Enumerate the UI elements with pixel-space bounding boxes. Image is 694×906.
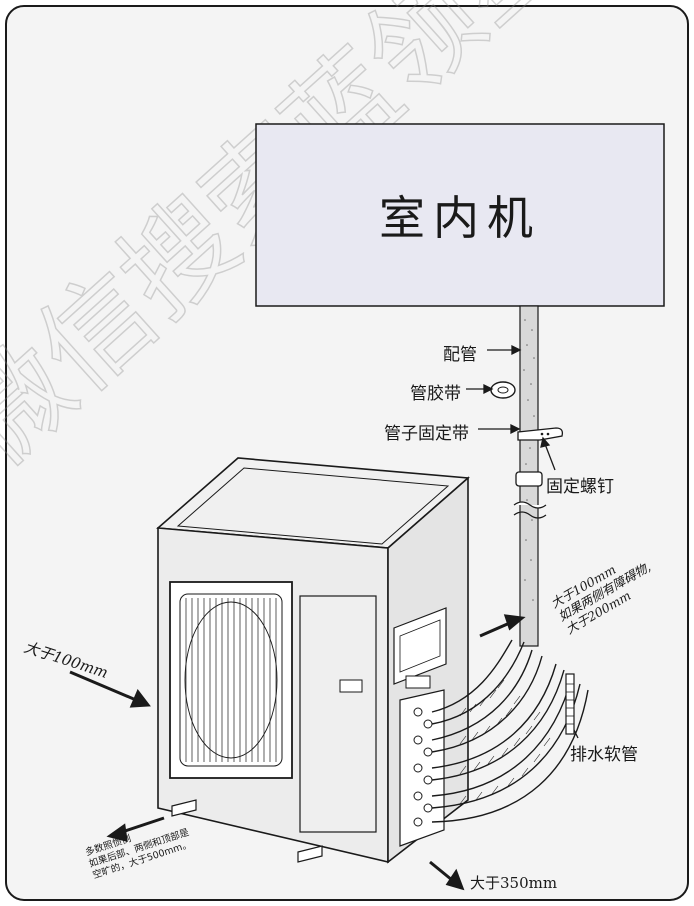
pipe-insulation-ridges bbox=[459, 679, 551, 805]
tape-label: 管胶带 bbox=[410, 384, 461, 404]
outdoor-unit bbox=[156, 457, 470, 864]
screw-label: 固定螺钉 bbox=[546, 477, 614, 497]
drain-hose bbox=[565, 673, 575, 735]
indoor-unit-box bbox=[255, 123, 665, 307]
clearance-arrows bbox=[69, 614, 526, 891]
connection-pipes bbox=[431, 639, 589, 823]
clamp-label: 管子固定带 bbox=[384, 424, 469, 444]
front-clearance-label: 大于350mm bbox=[470, 874, 558, 892]
indoor-unit-label: 室内机 bbox=[379, 191, 541, 245]
drain-hose-label: 排水软管 bbox=[570, 745, 638, 765]
refrigerant-pipe bbox=[490, 305, 564, 647]
pipe-label: 配管 bbox=[443, 345, 477, 365]
